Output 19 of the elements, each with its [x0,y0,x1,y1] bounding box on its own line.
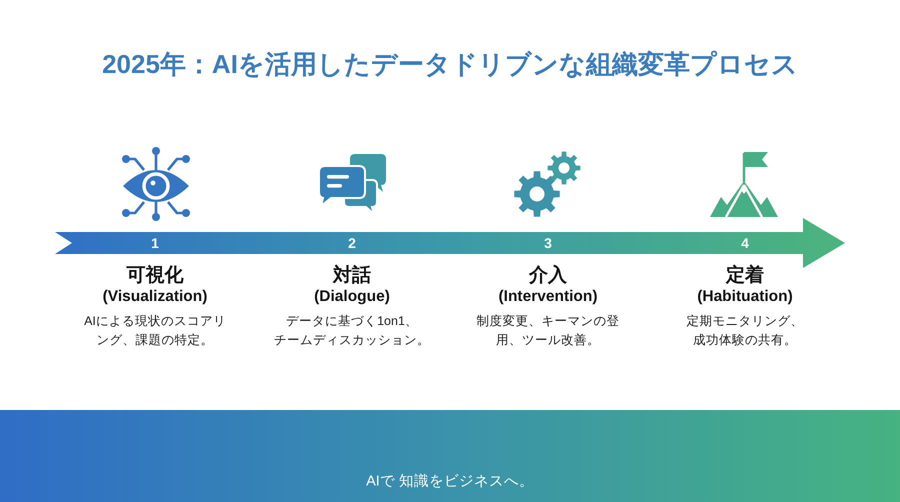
step-description: AIによる現状のスコアリング、課題の特定。 [84,313,226,349]
title: 2025年：AIを活用したデータドリブンな組織変革プロセス [102,48,798,81]
step-subtitle: (Intervention) [498,287,598,307]
step-number: 1 [151,235,159,251]
step-subtitle: (Dialogue) [314,287,390,307]
step-title: 対話 [333,264,371,288]
step-description: 制度変更、キーマンの登用、ツール改善。 [476,313,620,349]
step-subtitle: (Habituation) [697,287,793,307]
step-number: 4 [741,235,749,251]
step-number: 3 [544,235,552,251]
step-subtitle: (Visualization) [102,287,208,307]
step-description: データに基づく1on1、チームディスカッション。 [273,313,431,349]
step-title: 介入 [529,264,567,288]
step-number: 2 [348,235,356,251]
step-title: 定着 [726,264,764,288]
step-description: 定期モニタリング、成功体験の共有。 [686,313,804,349]
tagline: AIで 知識をビジネスへ。 [366,472,534,490]
step-title: 可視化 [126,264,184,288]
footer-band [0,410,900,502]
